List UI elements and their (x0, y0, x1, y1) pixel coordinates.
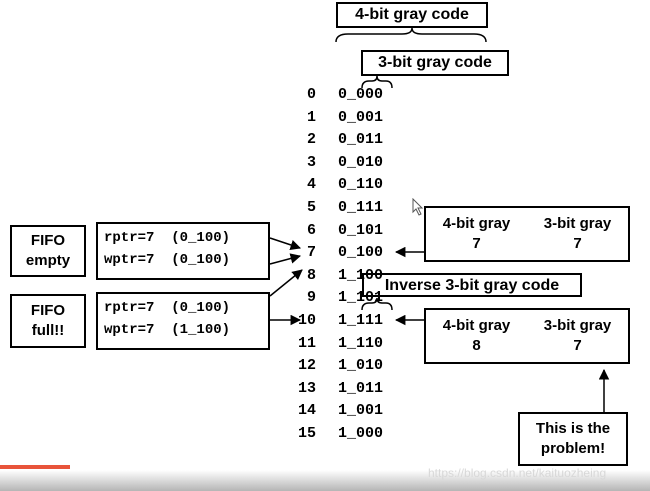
row-gray-code: 1_111 (338, 312, 384, 329)
problem-line2: problem! (540, 440, 606, 457)
row-gray-code: 0_110 (338, 176, 384, 194)
row-index: 15 (297, 425, 316, 442)
four-bit-brace (335, 27, 487, 43)
row-index: 11 (297, 334, 316, 352)
row-gray-code: 1_011 (338, 379, 384, 397)
fifo-full-label-line2: full!! (31, 322, 65, 339)
row-index: 14 (297, 402, 316, 420)
row-index: 13 (297, 379, 316, 397)
row-gray-code: 0_100 (338, 244, 384, 262)
fifo-full-rptr: rptr=7 (0_100) (104, 300, 231, 316)
four-bit-gray-code-title: 4-bit gray code (336, 2, 488, 28)
row-gray-code: 1_110 (338, 334, 384, 352)
gray-values-lower: 4-bit gray 3-bit gray 8 7 (424, 308, 630, 364)
fifo-empty-wptr: wptr=7 (0_100) (104, 252, 231, 268)
row-index: 6 (306, 221, 316, 239)
row-gray-code: 0_010 (338, 153, 384, 171)
problem-line1: This is the (535, 420, 611, 437)
row-index: 12 (297, 357, 316, 375)
row-index: 8 (306, 266, 316, 284)
row-gray-code: 1_001 (338, 402, 384, 420)
inverse-three-bit-gray-code-title: Inverse 3-bit gray code (362, 273, 582, 297)
gray-lower-header-3bit: 3-bit gray (543, 317, 612, 334)
row-gray-code: 0_001 (338, 108, 384, 126)
fifo-empty-rptr: rptr=7 (0_100) (104, 230, 231, 246)
row-index: 10 (297, 312, 316, 329)
row-gray-code: 1_100 (338, 266, 384, 284)
fifo-full-label-line1: FIFO (30, 302, 66, 319)
mouse-pointer-icon (412, 198, 424, 216)
row-index: 4 (306, 176, 316, 194)
gray-upper-value-4bit: 7 (472, 235, 481, 252)
gray-values-upper: 4-bit gray 3-bit gray 7 7 (424, 206, 630, 262)
gray-lower-value-4bit: 8 (472, 337, 481, 354)
fifo-full-pointers: rptr=7 (0_100) wptr=7 (1_100) (96, 292, 270, 350)
row-index: 2 (306, 131, 316, 149)
row-gray-code: 0_101 (338, 221, 384, 239)
row-gray-code: 0_000 (338, 86, 384, 103)
gray-lower-header-4bit: 4-bit gray (442, 317, 511, 334)
fifo-empty-label-line2: empty (25, 252, 71, 269)
problem-callout: This is the problem! (518, 412, 628, 466)
fifo-empty-label-line1: FIFO (30, 232, 66, 249)
fifo-full-wptr: wptr=7 (1_100) (104, 322, 231, 338)
fifo-empty-label: FIFO empty (10, 225, 86, 277)
row-index: 7 (306, 244, 316, 262)
row-gray-code: 1_010 (338, 357, 384, 375)
three-bit-gray-code-title: 3-bit gray code (361, 50, 509, 76)
video-control-bar (0, 470, 650, 491)
fifo-empty-pointers: rptr=7 (0_100) wptr=7 (0_100) (96, 222, 270, 280)
row-index: 9 (306, 289, 316, 307)
row-gray-code: 1_000 (338, 425, 384, 442)
gray-upper-header-3bit: 3-bit gray (543, 215, 612, 232)
video-progress-bar[interactable] (0, 465, 70, 469)
gray-upper-value-3bit: 7 (573, 235, 582, 252)
watermark-text: https://blog.csdn.net/kaituozheing (428, 466, 607, 480)
row-gray-code: 0_111 (338, 199, 384, 216)
row-index: 3 (306, 153, 316, 171)
row-index: 1 (306, 108, 316, 126)
row-gray-code: 1_101 (338, 289, 384, 307)
row-gray-code: 0_011 (338, 131, 384, 149)
fifo-full-label: FIFO full!! (10, 294, 86, 348)
gray-lower-value-3bit: 7 (573, 337, 582, 354)
gray-upper-header-4bit: 4-bit gray (442, 215, 511, 232)
row-index: 5 (306, 199, 316, 216)
row-index: 0 (306, 86, 316, 103)
